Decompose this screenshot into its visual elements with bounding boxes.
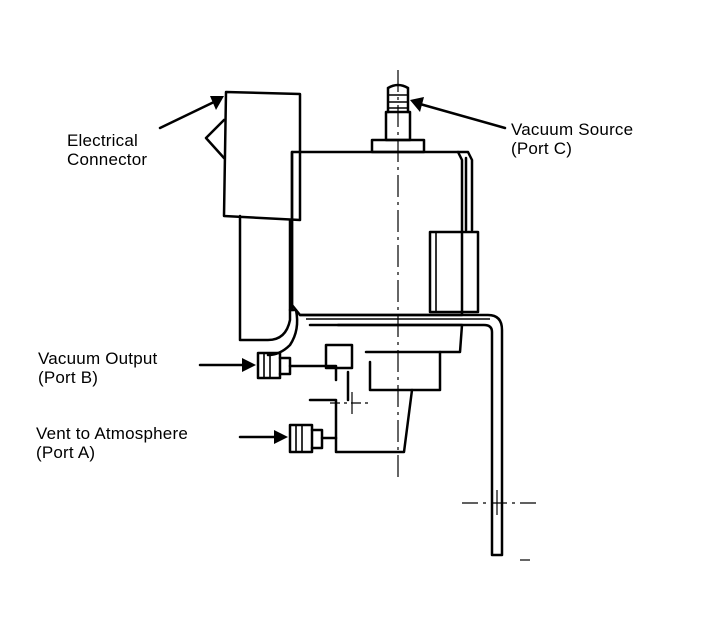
leader-vacuum-output: [198, 358, 256, 372]
leader-electrical: [158, 96, 224, 130]
port-a-fitting: [288, 423, 338, 454]
lower-valve-body: [308, 323, 464, 454]
electrical-connector-label-line1: Electrical: [67, 131, 138, 150]
electrical-connector: [204, 90, 302, 357]
vacuum-output-label-line2: (Port B): [38, 368, 99, 387]
leader-vent: [238, 430, 288, 444]
port-b-fitting: [256, 351, 338, 382]
vent-to-atmosphere-label: Vent to Atmosphere (Port A): [36, 424, 188, 462]
electrical-connector-label-line2: Connector: [67, 150, 148, 169]
solenoid-body: [290, 150, 474, 317]
vacuum-output-label: Vacuum Output (Port B): [38, 349, 157, 387]
vacuum-output-label-line1: Vacuum Output: [38, 349, 158, 368]
mounting-bracket: [298, 313, 540, 561]
leader-vacuum-source: [410, 97, 507, 130]
electrical-connector-label: Electrical Connector: [67, 131, 147, 169]
vacuum-source-label-line1: Vacuum Source: [511, 120, 634, 139]
vent-to-atmosphere-label-line2: (Port A): [36, 443, 96, 462]
side-cylinder: [428, 230, 480, 314]
vent-to-atmosphere-label-line1: Vent to Atmosphere: [36, 424, 188, 443]
vacuum-source-label: Vacuum Source (Port C): [511, 120, 633, 158]
vacuum-source-label-line2: (Port C): [511, 139, 573, 158]
